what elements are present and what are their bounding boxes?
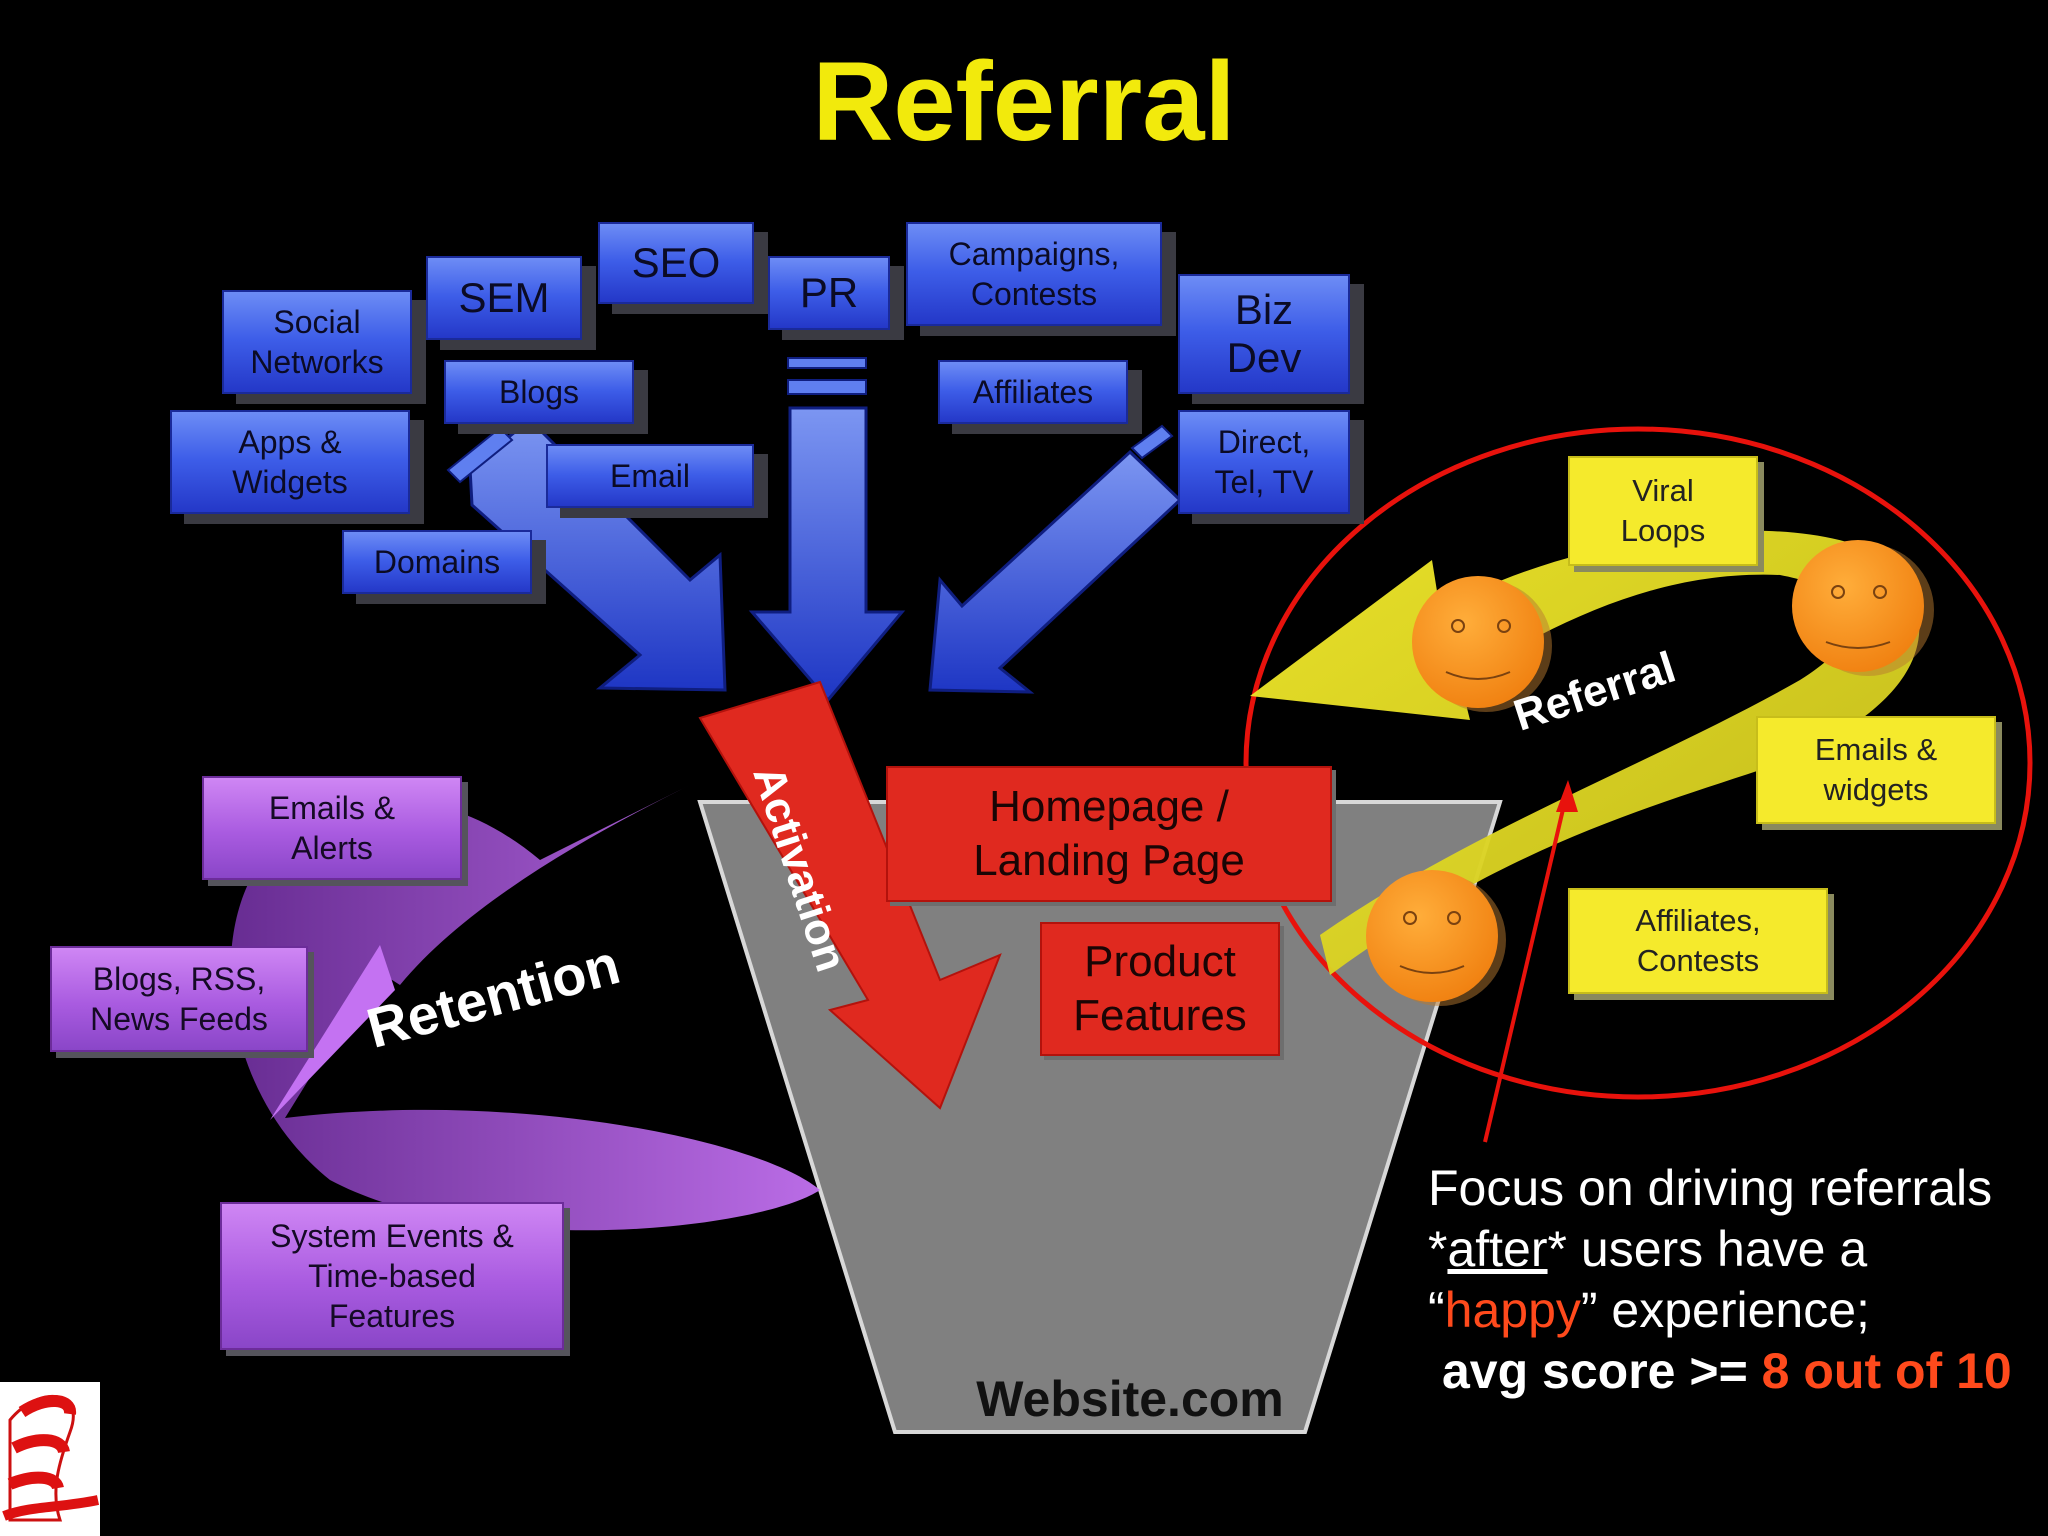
channel-affiliates: Affiliates	[938, 360, 1128, 424]
channel-label: Direct,	[1217, 424, 1311, 460]
channel-label: Affiliates	[972, 374, 1094, 410]
channel-label: Biz	[1234, 286, 1294, 333]
arrow-stripes	[446, 357, 1174, 484]
retention-label: News Feeds	[90, 1001, 268, 1037]
channel-pr: PR	[768, 256, 890, 330]
page-product-features: Product Features	[1040, 922, 1280, 1056]
page-label: Landing Page	[973, 836, 1245, 885]
retention-label: Blogs, RSS,	[92, 961, 266, 997]
channel-label: Domains	[373, 544, 501, 580]
referral-label: Affiliates,	[1635, 903, 1761, 938]
channel-label: Apps &	[238, 424, 342, 460]
referral-label: widgets	[1823, 772, 1929, 807]
retention-label: System Events &	[270, 1218, 514, 1254]
focus-pointer	[1483, 787, 1570, 1143]
page-label: Features	[1073, 991, 1247, 1040]
page-label: Homepage /	[989, 782, 1229, 831]
right-channel-arrow	[928, 449, 1183, 694]
channel-label: Widgets	[232, 464, 348, 500]
focus-line-2: *after* users have a	[1428, 1219, 2048, 1280]
focus-text: ” experience;	[1580, 1282, 1870, 1338]
focus-note: Focus on driving referrals *after* users…	[1428, 1158, 2048, 1402]
focus-line-4: avg score >= 8 out of 10	[1428, 1341, 2048, 1402]
focus-text: *	[1428, 1221, 1448, 1277]
channel-label: Email	[609, 458, 690, 494]
retention-label: Time-based	[308, 1258, 476, 1294]
channel-label: Tel, TV	[1214, 464, 1314, 500]
channel-label: Networks	[250, 344, 384, 380]
referral-viral-loops: Viral Loops	[1568, 456, 1758, 566]
referral-label: Contests	[1636, 943, 1760, 978]
retention-arrow	[230, 786, 821, 1231]
retention-arrowhead	[270, 945, 395, 1120]
channel-label: SEO	[631, 239, 721, 286]
channel-biz-dev: Biz Dev	[1178, 274, 1350, 394]
referral-circle	[1243, 426, 2033, 1100]
channel-label: SEM	[458, 274, 550, 321]
center-channel-arrow	[748, 406, 906, 703]
channel-label: PR	[799, 269, 859, 316]
focus-highlight-text: happy	[1444, 1282, 1581, 1338]
retention-system-events: System Events & Time-based Features	[220, 1202, 564, 1350]
referral-affiliates-contests: Affiliates, Contests	[1568, 888, 1828, 994]
channel-arrows	[468, 406, 1183, 703]
channel-social-networks: Social Networks	[222, 290, 412, 394]
focus-line-1: Focus on driving referrals	[1428, 1160, 1993, 1216]
cat-in-the-hat-icon	[0, 1382, 100, 1536]
website-label: Website.com	[976, 1371, 1284, 1427]
channel-seo: SEO	[598, 222, 754, 304]
channel-label: Contests	[970, 276, 1098, 312]
focus-highlight-text: 8 out of 10	[1761, 1343, 2012, 1399]
referral-label: Loops	[1620, 513, 1706, 548]
focus-underlined-text: after	[1447, 1221, 1548, 1277]
retention-label: Emails &	[268, 790, 396, 826]
channel-campaigns-contests: Campaigns, Contests	[906, 222, 1162, 326]
retention-blogs-rss-news: Blogs, RSS, News Feeds	[50, 946, 308, 1052]
smiley-face-icon	[1412, 576, 1552, 712]
activation-arrow	[698, 680, 1002, 1110]
retention-label: Alerts	[291, 830, 373, 866]
channel-label: Campaigns,	[948, 236, 1120, 272]
page-homepage-landing: Homepage / Landing Page	[886, 766, 1332, 902]
channel-email: Email	[546, 444, 754, 508]
channel-label: Dev	[1226, 334, 1302, 381]
channel-label: Blogs	[498, 374, 580, 410]
channel-direct-tel-tv: Direct, Tel, TV	[1178, 410, 1350, 514]
page-label: Product	[1084, 937, 1236, 986]
focus-bold-text: avg score >=	[1442, 1343, 1762, 1399]
channel-blogs: Blogs	[444, 360, 634, 424]
smiley-face-icon	[1366, 870, 1506, 1006]
focus-line-3: “happy” experience;	[1428, 1280, 2048, 1341]
retention-label: Features	[328, 1298, 456, 1334]
referral-label: Emails &	[1814, 732, 1938, 767]
referral-label: Viral	[1632, 473, 1694, 508]
slide-title: Referral	[812, 39, 1236, 164]
channel-apps-widgets: Apps & Widgets	[170, 410, 410, 514]
referral-emails-widgets: Emails & widgets	[1756, 716, 1996, 824]
smiley-face-icon	[1792, 540, 1934, 676]
channel-domains: Domains	[342, 530, 532, 594]
channel-sem: SEM	[426, 256, 582, 340]
focus-text: “	[1428, 1282, 1445, 1338]
channel-label: Social	[273, 304, 361, 340]
focus-text: * users have a	[1547, 1221, 1868, 1277]
retention-emails-alerts: Emails & Alerts	[202, 776, 462, 880]
